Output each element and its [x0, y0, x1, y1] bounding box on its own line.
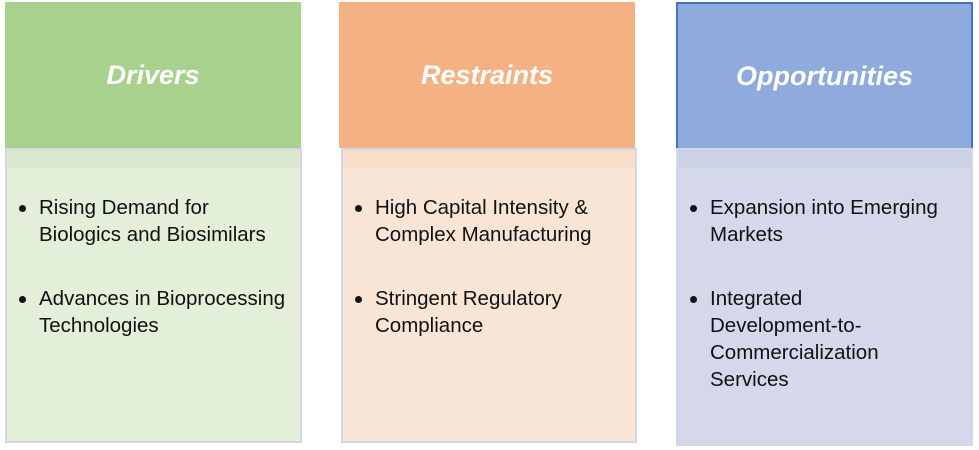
list-item: Stringent Regulatory Compliance	[355, 285, 625, 339]
list-item: High Capital Intensity & Complex Manufac…	[355, 194, 625, 248]
item-text: Integrated Development-to-Commercializat…	[710, 287, 879, 391]
bullet-icon	[690, 205, 697, 212]
item-text: High Capital Intensity & Complex Manufac…	[375, 196, 592, 246]
restraints-band	[343, 150, 635, 168]
list-item: Rising Demand for Biologics and Biosimil…	[19, 194, 290, 248]
opportunities-band	[678, 150, 971, 168]
opportunities-body: Expansion into Emerging Markets Integrat…	[676, 148, 973, 446]
drivers-header: Drivers	[5, 2, 301, 148]
drivers-body: Rising Demand for Biologics and Biosimil…	[5, 148, 302, 443]
bullet-icon	[355, 205, 362, 212]
restraints-header: Restraints	[339, 2, 635, 148]
bullet-icon	[355, 296, 362, 303]
item-text: Advances in Bioprocessing Technologies	[39, 287, 286, 337]
drivers-band	[7, 150, 300, 168]
bullet-icon	[19, 296, 26, 303]
list-item: Advances in Bioprocessing Technologies	[19, 285, 290, 339]
restraints-title: Restraints	[420, 59, 554, 90]
opportunities-header: Opportunities	[676, 2, 973, 148]
item-text: Expansion into Emerging Markets	[710, 196, 938, 246]
bullet-icon	[19, 205, 26, 212]
bullet-icon	[690, 296, 697, 303]
list-item: Integrated Development-to-Commercializat…	[690, 285, 961, 393]
item-text: Stringent Regulatory Compliance	[375, 287, 562, 337]
item-text: Rising Demand for Biologics and Biosimil…	[39, 196, 266, 246]
drivers-title: Drivers	[106, 59, 200, 90]
opportunities-title: Opportunities	[736, 60, 913, 91]
list-item: Expansion into Emerging Markets	[690, 194, 961, 248]
restraints-body: High Capital Intensity & Complex Manufac…	[341, 148, 637, 443]
